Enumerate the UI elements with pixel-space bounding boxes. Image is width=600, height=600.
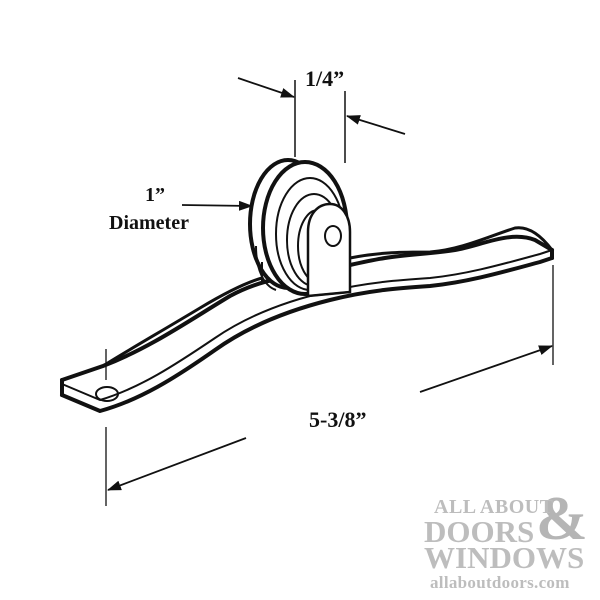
logo-ampersand: & xyxy=(536,485,588,553)
axle-tab xyxy=(306,202,352,298)
width-dimension-label: 1/4” xyxy=(305,66,345,91)
dimension-length xyxy=(105,265,554,506)
logo-url: allaboutdoors.com xyxy=(430,573,570,592)
logo-doors: DOORS xyxy=(424,514,535,549)
bracket-back-edge xyxy=(101,276,264,368)
length-dimension-label: 5-3/8” xyxy=(309,407,367,432)
logo-windows: WINDOWS xyxy=(424,540,585,575)
dimension-diameter xyxy=(181,200,253,211)
logo-all-about: ALL ABOUT xyxy=(434,496,554,518)
diameter-text-label: Diameter xyxy=(109,212,189,234)
mounting-hole xyxy=(95,386,119,402)
dimension-width xyxy=(237,77,406,163)
axle-rivet xyxy=(324,225,342,247)
diameter-value-label: 1” xyxy=(145,184,165,206)
bracket-bottom-edge xyxy=(60,256,554,413)
